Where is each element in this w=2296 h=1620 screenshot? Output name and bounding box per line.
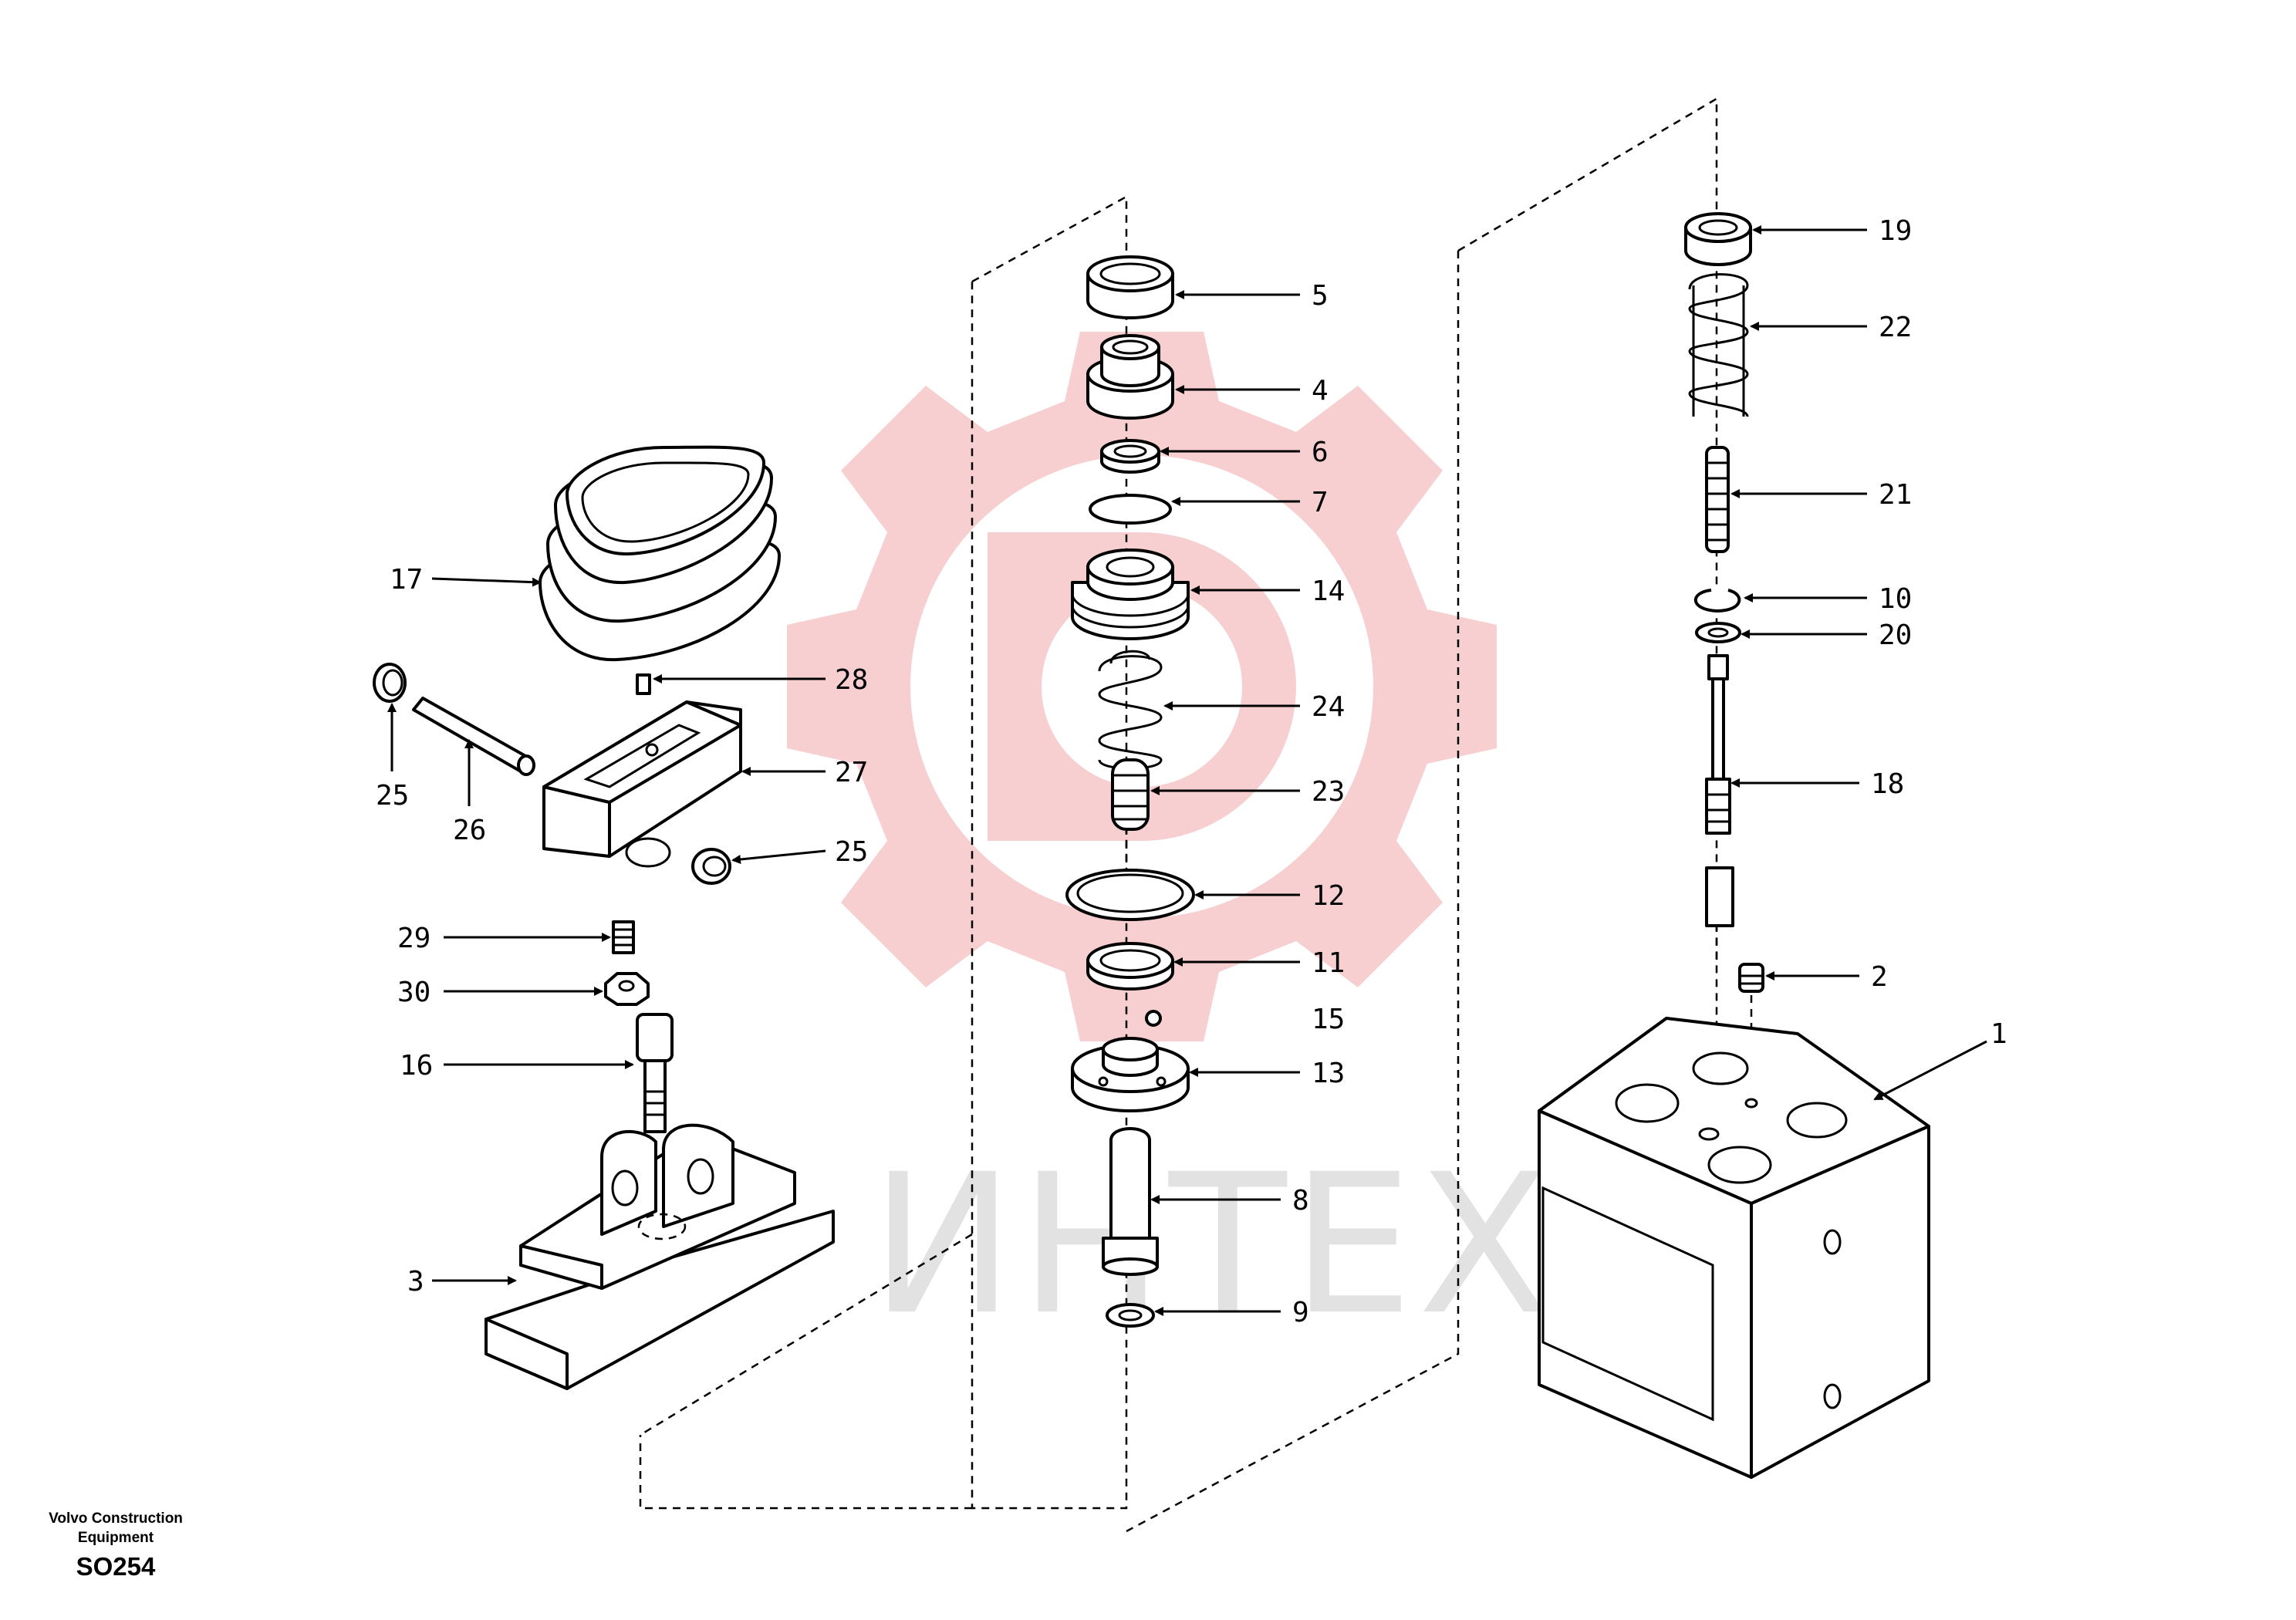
callout-6: 6 bbox=[1312, 437, 1329, 468]
part-8-push-rod bbox=[1102, 1127, 1159, 1276]
part-7-o-ring bbox=[1089, 494, 1172, 525]
part-16-bolt bbox=[636, 1013, 674, 1133]
part-9-washer bbox=[1106, 1303, 1155, 1328]
callout-24: 24 bbox=[1312, 691, 1345, 723]
part-29-set-screw bbox=[612, 920, 635, 954]
part-18-spool bbox=[1705, 654, 1734, 927]
callout-21: 21 bbox=[1879, 479, 1912, 511]
callout-18: 18 bbox=[1871, 768, 1904, 800]
callout-25-right: 25 bbox=[835, 836, 868, 868]
callout-1: 1 bbox=[1990, 1018, 2007, 1050]
callout-13: 13 bbox=[1312, 1058, 1345, 1089]
callout-30: 30 bbox=[397, 977, 430, 1008]
callout-20: 20 bbox=[1879, 619, 1912, 651]
watermark-gear-logo bbox=[787, 332, 1497, 1041]
manufacturer-line-2: Equipment bbox=[77, 1530, 154, 1546]
callout-23: 23 bbox=[1312, 776, 1345, 808]
part-3-base-plate bbox=[485, 1123, 835, 1390]
part-17-bellows-boot bbox=[539, 445, 781, 662]
part-28-plug bbox=[636, 673, 651, 695]
part-19-spring-seat bbox=[1684, 212, 1752, 266]
callout-25-left: 25 bbox=[376, 780, 409, 812]
part-14-spring-seat bbox=[1071, 548, 1190, 640]
callout-26: 26 bbox=[453, 815, 486, 846]
part-1-valve-body bbox=[1538, 1017, 1930, 1479]
callout-28: 28 bbox=[835, 664, 868, 696]
part-23-inner-spring bbox=[1111, 758, 1150, 831]
callout-22: 22 bbox=[1879, 312, 1912, 343]
part-12-ring bbox=[1065, 869, 1195, 921]
callout-2: 2 bbox=[1871, 961, 1888, 993]
part-30-nut bbox=[604, 972, 650, 1006]
callout-11: 11 bbox=[1312, 947, 1345, 979]
part-25-ring-left bbox=[373, 663, 407, 703]
part-2-plug bbox=[1738, 963, 1764, 993]
part-20-washer bbox=[1695, 622, 1741, 643]
callout-5: 5 bbox=[1312, 280, 1329, 312]
callout-3: 3 bbox=[407, 1266, 424, 1298]
callout-15: 15 bbox=[1312, 1004, 1345, 1035]
callout-labels: 5 4 6 7 14 24 23 12 11 15 13 8 9 19 22 2… bbox=[376, 215, 2007, 1328]
part-22-spring bbox=[1688, 273, 1749, 417]
leader-lines bbox=[387, 225, 1987, 1316]
drawing-code: SO254 bbox=[76, 1552, 156, 1581]
callout-29: 29 bbox=[397, 923, 430, 954]
callout-10: 10 bbox=[1879, 583, 1912, 615]
part-24-spring bbox=[1098, 650, 1163, 770]
part-21-inner-spring bbox=[1705, 446, 1730, 553]
callout-7: 7 bbox=[1312, 487, 1329, 518]
part-26-pin bbox=[412, 697, 535, 776]
callout-27: 27 bbox=[835, 757, 868, 788]
manufacturer-line-1: Volvo Construction bbox=[49, 1510, 183, 1527]
part-10-snap-ring bbox=[1693, 589, 1741, 613]
part-4-seal-holder bbox=[1086, 334, 1174, 420]
part-13-plug-guide bbox=[1071, 1037, 1190, 1112]
part-27-cam-block bbox=[542, 700, 742, 868]
callout-14: 14 bbox=[1312, 575, 1345, 607]
callout-9: 9 bbox=[1292, 1297, 1309, 1328]
callout-19: 19 bbox=[1879, 215, 1912, 247]
callout-17: 17 bbox=[390, 564, 423, 596]
callout-8: 8 bbox=[1292, 1185, 1309, 1217]
part-11-washer bbox=[1086, 942, 1174, 991]
watermark-text: ИНТЕХ bbox=[870, 1132, 1555, 1357]
manufacturer-label: Volvo Construction Equipment bbox=[23, 1509, 208, 1547]
part-25-ring-right bbox=[691, 848, 731, 885]
callout-4: 4 bbox=[1312, 375, 1329, 407]
callout-16: 16 bbox=[400, 1050, 433, 1082]
callout-12: 12 bbox=[1312, 880, 1345, 912]
part-5-collar bbox=[1086, 255, 1174, 319]
part-6-seal bbox=[1100, 439, 1160, 474]
part-15-ball bbox=[1145, 1010, 1162, 1027]
